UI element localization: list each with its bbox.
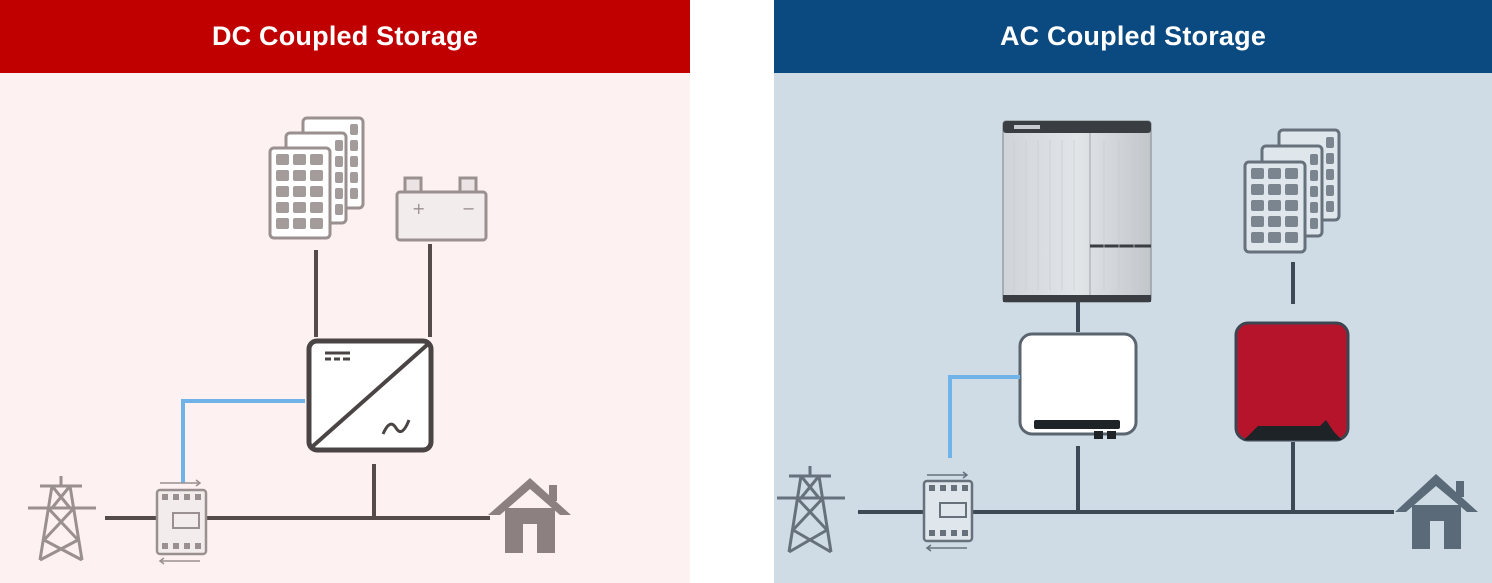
battery-icon: + − bbox=[395, 176, 488, 242]
grid-tower-icon bbox=[777, 466, 845, 554]
dc-coupled-title: DC Coupled Storage bbox=[211, 21, 479, 51]
ac-coupled-title: AC Coupled Storage bbox=[999, 21, 1267, 51]
solar-panels-icon bbox=[268, 116, 365, 240]
house-icon bbox=[488, 478, 571, 553]
meter-comm-wire bbox=[948, 375, 1020, 458]
battery-storage-unit-icon bbox=[1002, 120, 1152, 303]
grid-tower-icon bbox=[28, 476, 96, 562]
svg-text:−: − bbox=[462, 199, 475, 218]
battery-inverter-icon bbox=[1018, 332, 1138, 439]
ac-coupled-header: AC Coupled Storage bbox=[774, 0, 1492, 73]
svg-text:+: + bbox=[412, 199, 425, 218]
dc-coupled-header: DC Coupled Storage bbox=[0, 0, 690, 73]
dc-coupled-panel: DC Coupled Storage + − bbox=[0, 0, 690, 583]
hybrid-inverter-icon bbox=[306, 338, 434, 453]
meter-comm-wire bbox=[181, 399, 305, 483]
house-icon bbox=[1395, 474, 1478, 549]
energy-meter-icon bbox=[155, 479, 208, 565]
energy-meter-icon bbox=[922, 471, 974, 552]
pv-inverter-icon bbox=[1234, 321, 1350, 442]
dc-coupled-diagram: + − bbox=[28, 116, 571, 565]
ac-coupled-diagram bbox=[777, 120, 1478, 554]
ac-coupled-panel: AC Coupled Storage bbox=[774, 0, 1492, 583]
solar-panels-icon bbox=[1243, 128, 1341, 254]
